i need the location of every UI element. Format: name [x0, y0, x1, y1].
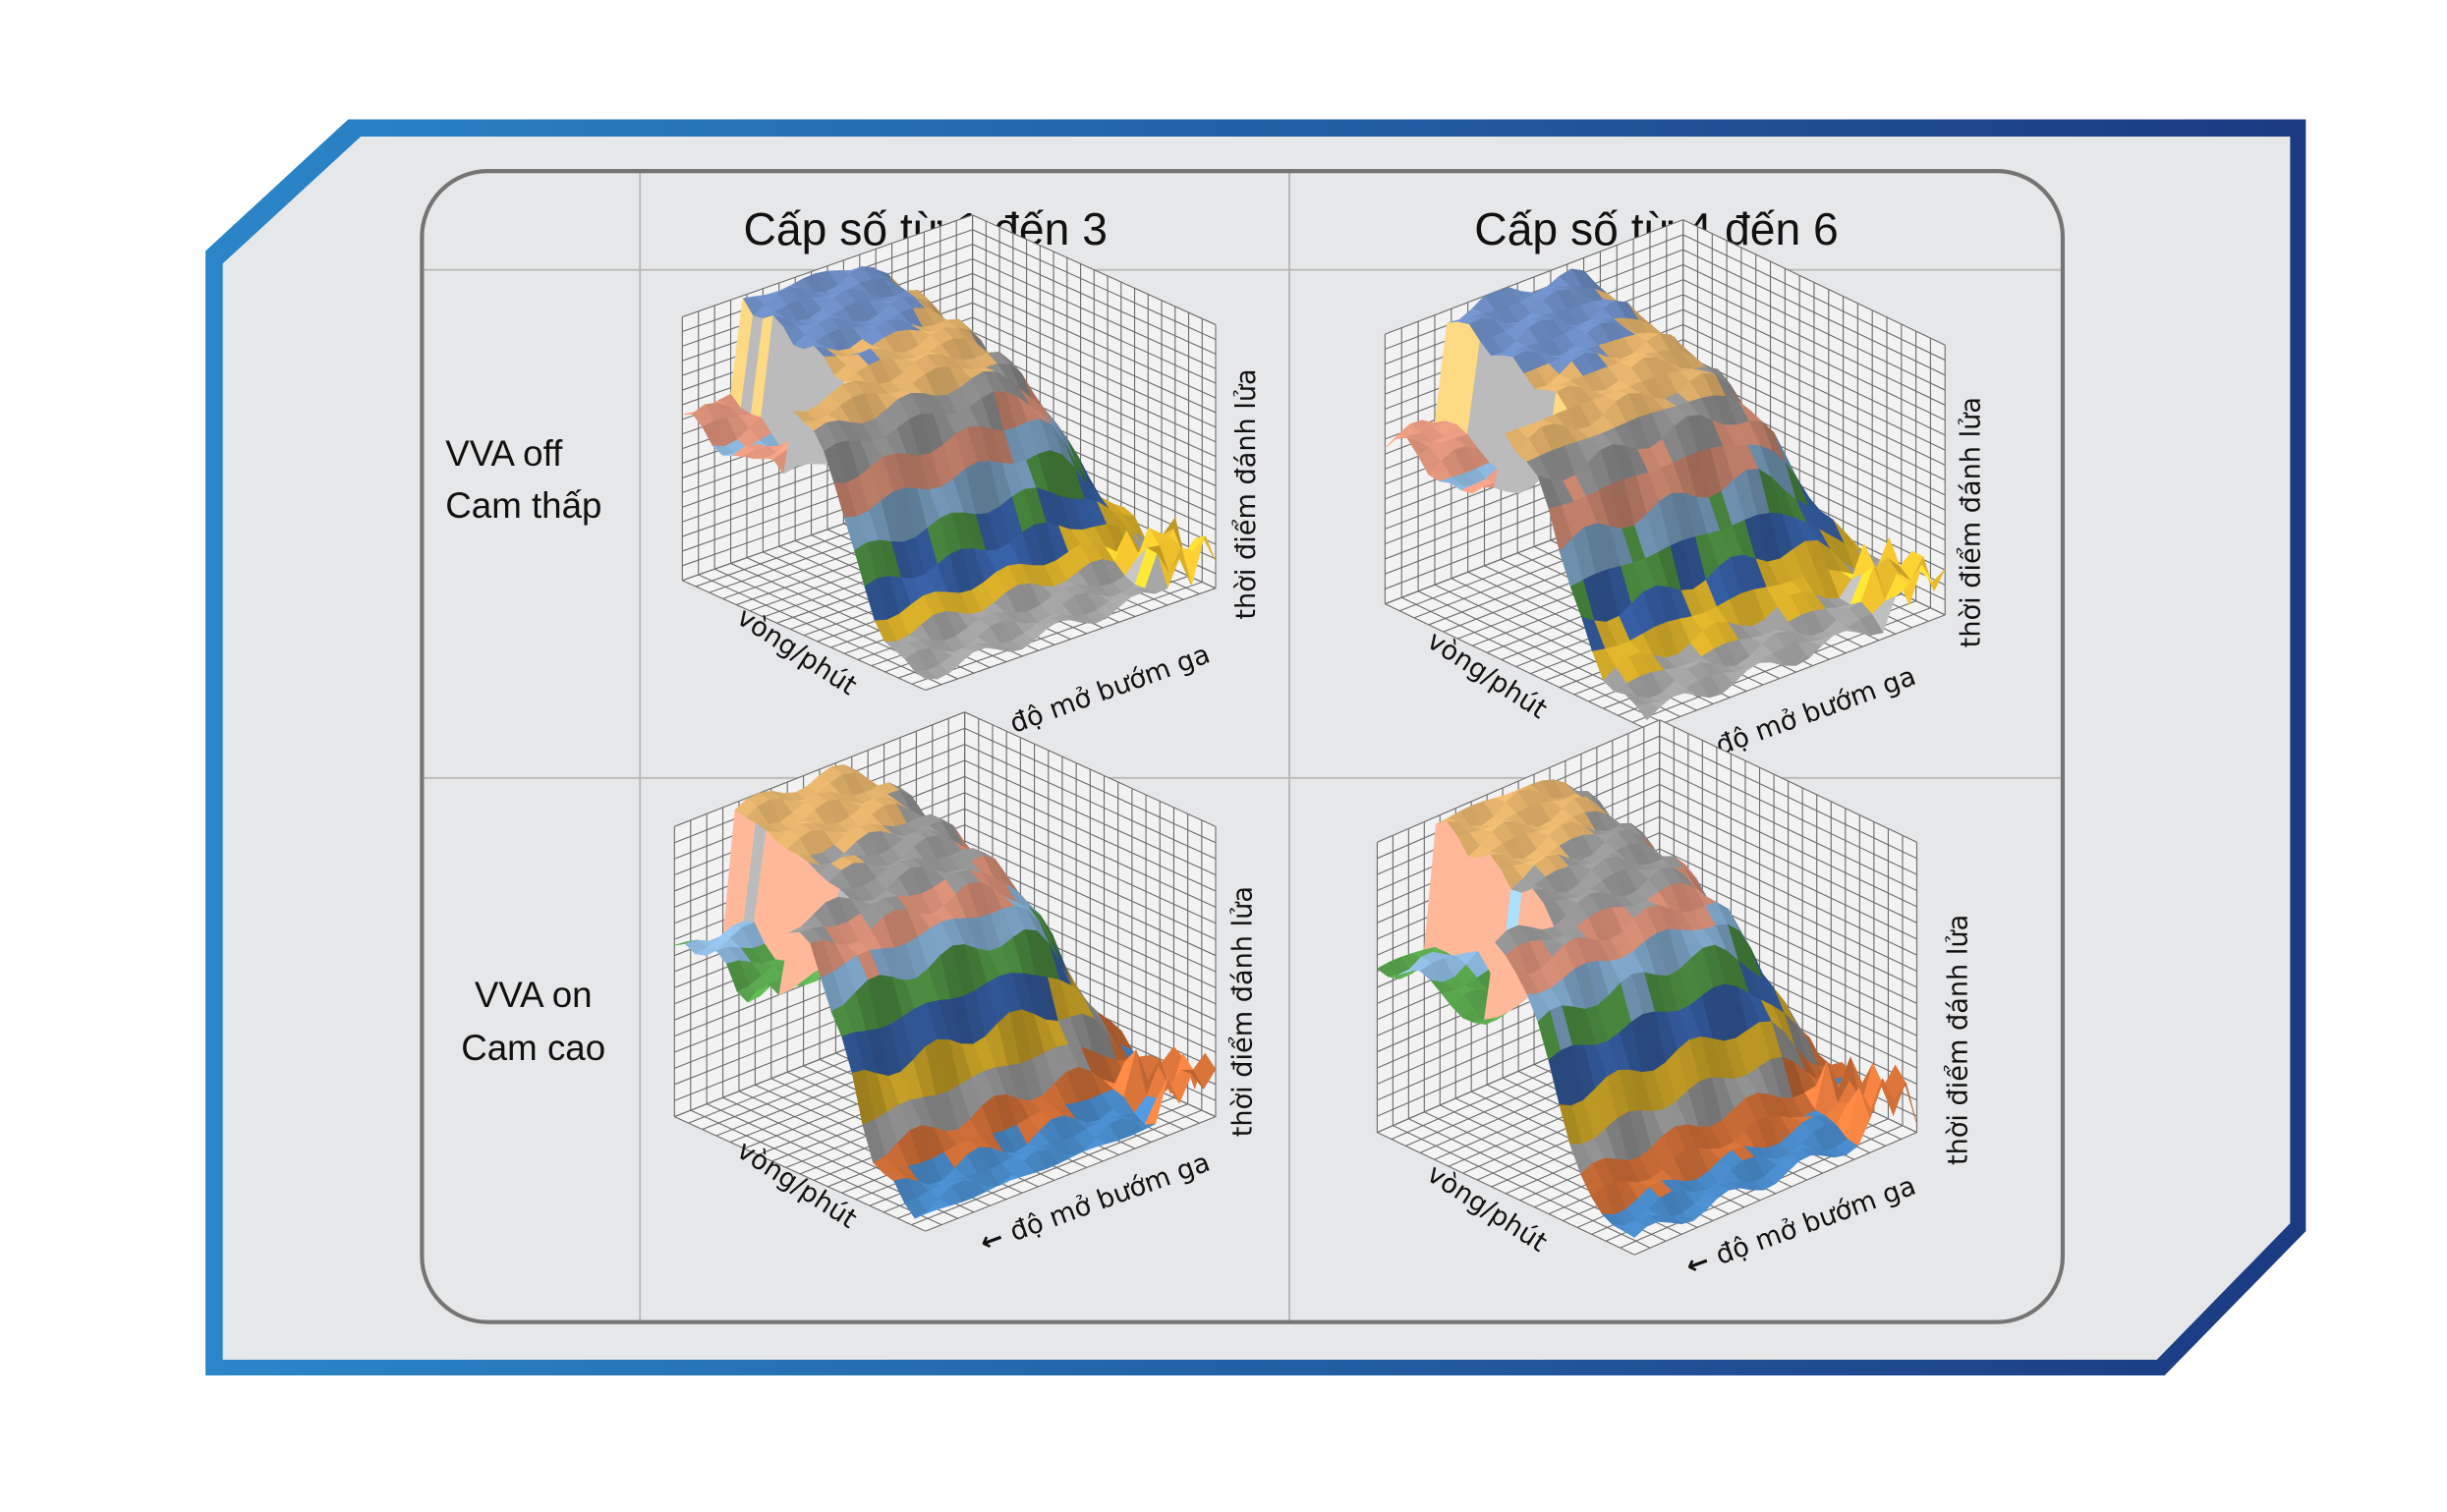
- axis-label-ignition-timing: thời điểm đánh lửa: [1944, 915, 1974, 1165]
- grid-line: [682, 214, 973, 318]
- surface-facet: [914, 1208, 939, 1219]
- grid-line: [964, 727, 1217, 844]
- grid-line: [972, 229, 1217, 340]
- frame-panel: [222, 137, 2291, 1361]
- grid-line: [964, 711, 1217, 827]
- grid-line: [1385, 234, 1683, 350]
- grid-line: [674, 711, 965, 827]
- grid-line: [1682, 234, 1946, 362]
- grid-line: [964, 759, 1217, 876]
- grid-line: [972, 258, 1217, 369]
- grid-line: [1377, 719, 1660, 843]
- grid-line: [964, 744, 1217, 860]
- grid-line: [1682, 219, 1946, 346]
- row-label-cam-low: Cam thấp: [445, 485, 601, 526]
- grid-line: [1659, 752, 1917, 875]
- grid-line: [972, 214, 1217, 326]
- axis-label-ignition-timing: thời điểm đánh lửa: [1228, 886, 1259, 1137]
- grid-line: [972, 244, 1217, 355]
- grid-line: [1682, 263, 1946, 391]
- grid-line: [1659, 719, 1917, 843]
- surface-facet: [1622, 1220, 1647, 1238]
- grid-line: [1385, 219, 1683, 335]
- row-label-cam-high: Cam cao: [461, 1028, 605, 1068]
- row-label-vva-on: VVA on: [475, 975, 593, 1015]
- comparison-table: Cấp số từ 1 đến 3 Cấp số từ 4 đến 6 VVA …: [420, 169, 2066, 1324]
- row-label-vva-off: VVA off: [445, 433, 563, 474]
- grid-line: [1659, 767, 1917, 892]
- surface-facet: [914, 670, 939, 680]
- table-border: [420, 169, 2066, 1324]
- axis-label-ignition-timing: thời điểm đánh lửa: [1956, 397, 1986, 647]
- axis-label-ignition-timing: thời điểm đánh lửa: [1231, 368, 1262, 619]
- grid-line: [1659, 735, 1917, 860]
- surface-facet: [1635, 703, 1661, 721]
- grid-line: [1682, 249, 1946, 376]
